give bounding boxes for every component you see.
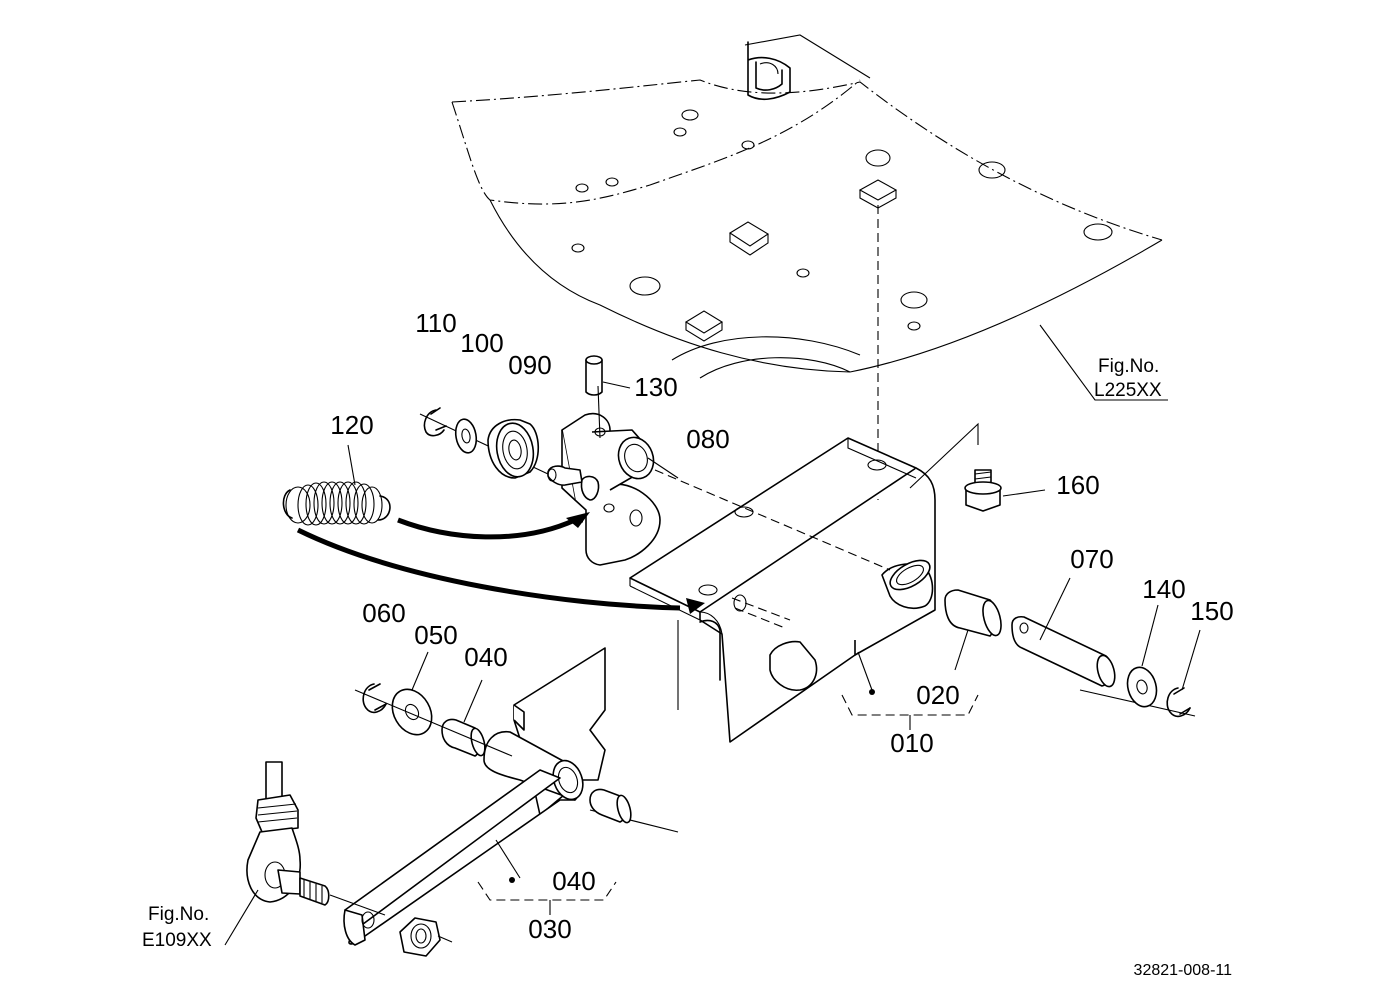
bushing-040-upper <box>441 679 486 757</box>
bolt-160 <box>964 469 1046 512</box>
bearing-090 <box>487 418 540 479</box>
bracket-assembly <box>629 422 979 743</box>
bushing-040-lower <box>589 788 632 824</box>
washer-100 <box>454 418 478 454</box>
label-140: 140 <box>1142 574 1185 604</box>
label-040-upper: 040 <box>464 642 507 672</box>
spring-120 <box>282 444 391 526</box>
washer-140 <box>1126 604 1159 708</box>
rod-end <box>224 761 386 946</box>
pin-130 <box>585 355 631 439</box>
fig-ref-top-number: L225XX <box>1094 380 1162 401</box>
group-bracket-030 <box>477 881 617 915</box>
spring-route-upper <box>397 517 583 540</box>
label-130: 130 <box>634 372 677 402</box>
floor-plate <box>451 34 1163 500</box>
fig-ref-leader-top <box>1039 324 1168 401</box>
axis-line-shaft <box>654 469 891 571</box>
drawing-number: 32821-008-11 <box>1134 962 1233 979</box>
label-110: 110 <box>415 308 456 338</box>
label-150: 150 <box>1190 596 1233 626</box>
axis-line-lower <box>354 689 513 757</box>
spring-route-lower <box>296 527 681 611</box>
label-010: 010 <box>890 728 933 758</box>
label-070: 070 <box>1070 544 1113 574</box>
label-040-lower: 040 <box>552 866 595 896</box>
label-100: 100 <box>460 328 503 358</box>
clip-060 <box>362 683 387 714</box>
arm-080 <box>547 412 679 566</box>
nut <box>399 917 453 957</box>
label-080: 080 <box>686 424 729 454</box>
fig-ref-bottom-number: E109XX <box>142 930 212 951</box>
arrow-head-upper <box>566 512 590 528</box>
fig-ref-bottom-label: Fig.No. <box>148 904 209 925</box>
arrow-head-lower <box>686 598 705 614</box>
label-060: 060 <box>362 598 405 628</box>
label-020: 020 <box>916 680 959 710</box>
label-120: 120 <box>330 410 373 440</box>
label-030: 030 <box>528 914 571 944</box>
label-050: 050 <box>414 620 457 650</box>
label-160: 160 <box>1056 470 1099 500</box>
fig-ref-top-label: Fig.No. <box>1098 356 1159 377</box>
bushing-020 <box>944 589 1002 671</box>
group-bracket-010 <box>841 651 979 730</box>
washer-050 <box>391 651 433 736</box>
clip-150 <box>1166 629 1201 718</box>
pedal-arm-030 <box>343 647 679 946</box>
clip-110 <box>423 407 447 437</box>
label-090: 090 <box>508 350 551 380</box>
